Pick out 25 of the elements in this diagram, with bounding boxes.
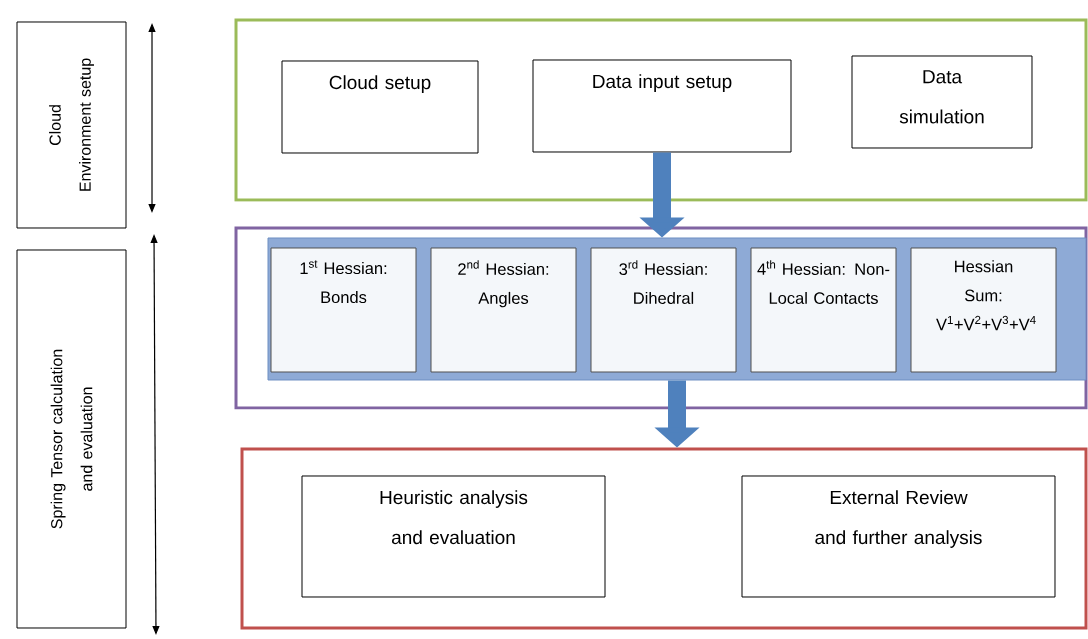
hessian-box — [430, 247, 577, 373]
stage-frame — [234, 18, 1088, 202]
stage-frame — [234, 226, 1088, 410]
hessian-box — [270, 247, 417, 373]
process-box — [532, 59, 792, 153]
box-text: Data input setup — [593, 74, 732, 92]
box-text: 4$^{th}$ Hessian: Non-Local Contacts — [757, 260, 890, 304]
box-text: Data simulation — [899, 70, 984, 124]
process-box — [301, 475, 606, 598]
phase-box: Cloud Environment setup — [16, 21, 127, 229]
box-text: Hessian Sum: V$^{1}$+V$^{2}$+V$^{3}$+V$^{4}$ — [936, 260, 1036, 331]
process-box — [851, 55, 1033, 149]
process-box — [281, 60, 479, 154]
box-text: 1$^{st}$ Hessian: Bonds — [300, 260, 387, 304]
box-text: 3$^{rd}$ Hessian: Dihedral — [619, 260, 707, 304]
hessian-box — [910, 247, 1057, 373]
box-text: Heuristic analysis and evaluation — [380, 490, 528, 545]
stage-frame — [240, 447, 1088, 630]
box-text: External Review and further analysis — [815, 490, 982, 548]
box-text: 2$^{nd}$ Hessian: Angles — [458, 260, 549, 308]
phase-box: Spring Tensor calculation and evaluation — [16, 249, 127, 629]
box-text: Cloud setup — [329, 75, 431, 93]
hessian-box — [590, 247, 737, 373]
process-box — [741, 475, 1056, 598]
hessian-box — [750, 247, 897, 373]
